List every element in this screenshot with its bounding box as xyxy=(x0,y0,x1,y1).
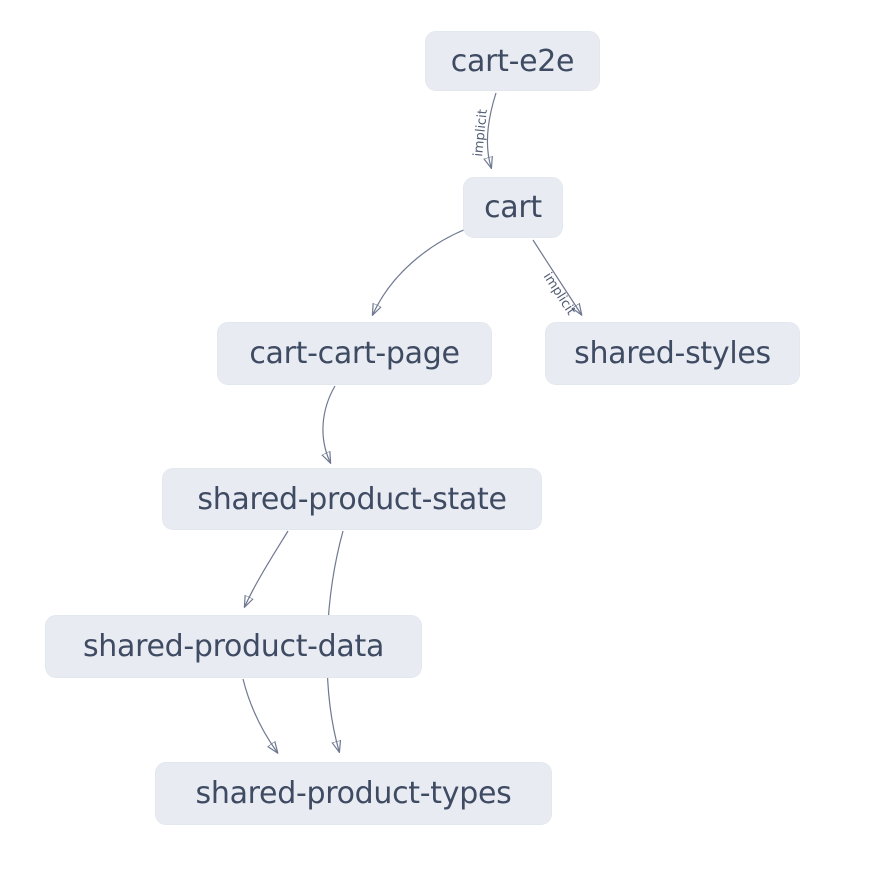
edge-cart-cart-page-to-shared-product-state xyxy=(323,385,336,462)
edge-shared-product-state-to-shared-product-data xyxy=(245,530,289,606)
edge-cart-e2e-to-cart xyxy=(487,92,497,167)
node-cart-e2e[interactable]: cart-e2e xyxy=(425,31,600,91)
node-shared-product-types[interactable]: shared-product-types xyxy=(155,762,552,825)
edge-cart-to-shared-styles xyxy=(532,239,581,314)
edge-cart-to-cart-cart-page xyxy=(373,228,467,314)
node-cart[interactable]: cart xyxy=(463,177,563,238)
node-shared-product-data[interactable]: shared-product-data xyxy=(45,615,422,678)
edge-shared-product-data-to-shared-product-types xyxy=(242,678,277,752)
node-cart-cart-page[interactable]: cart-cart-page xyxy=(217,322,492,385)
node-shared-styles[interactable]: shared-styles xyxy=(545,322,800,385)
node-shared-product-state[interactable]: shared-product-state xyxy=(162,468,542,530)
